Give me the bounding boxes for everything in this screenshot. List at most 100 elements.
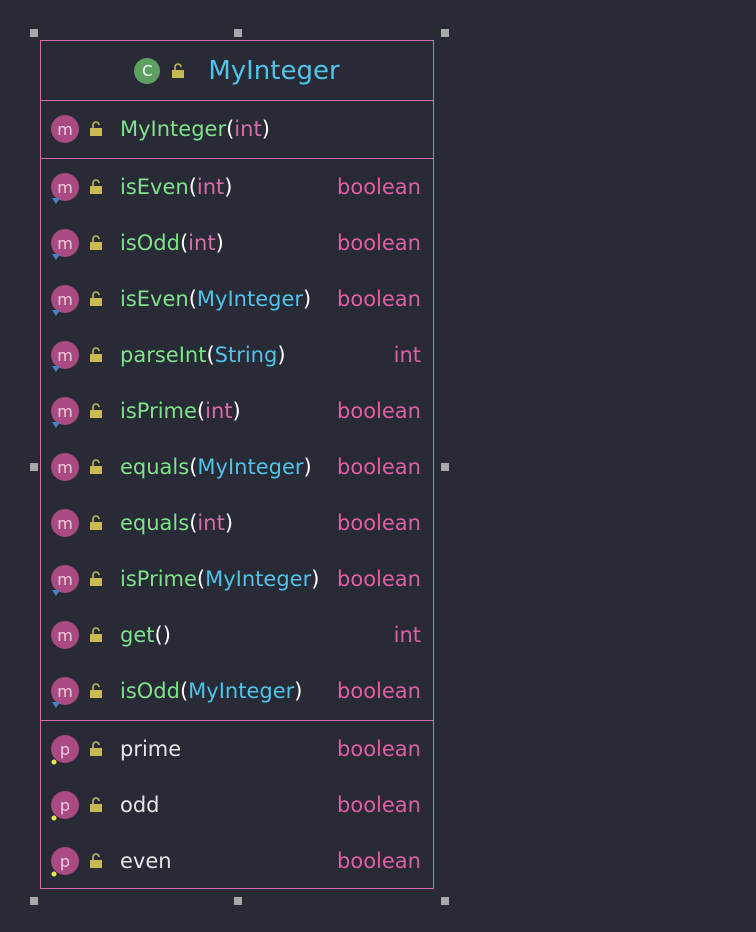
paren-open: ( (189, 511, 198, 535)
method-row[interactable]: m get() int (41, 607, 433, 663)
method-name: get (120, 623, 155, 647)
method-icon: m (51, 677, 79, 705)
paren-open: ( (188, 175, 197, 199)
method-signature: isPrime(int) (120, 399, 241, 423)
method-row[interactable]: m isEven(int) boolean (41, 159, 433, 215)
method-name: isOdd (120, 679, 180, 703)
method-row[interactable]: m isPrime(int) boolean (41, 383, 433, 439)
paren-open: ( (196, 399, 206, 423)
method-icon: m (51, 453, 79, 481)
paren-open: ( (196, 567, 206, 591)
return-type: int (393, 623, 421, 647)
method-signature: isEven(int) (120, 175, 233, 199)
resize-handle-top-center[interactable] (234, 29, 242, 37)
paren-open: ( (154, 623, 163, 647)
paren-close: ) (215, 231, 224, 255)
override-icon (52, 254, 60, 260)
param-type: MyInteger (188, 679, 295, 703)
constructor-name: MyInteger (120, 117, 227, 141)
resize-handle-bottom-right[interactable] (441, 897, 449, 905)
unlock-icon (90, 291, 102, 306)
constructor-signature: MyInteger(int) (120, 117, 270, 141)
paren-close: ) (277, 343, 286, 367)
param-type: String (214, 343, 278, 367)
property-icon: p (51, 847, 79, 875)
constructor-section: m MyInteger(int) (41, 101, 433, 159)
resize-handle-bottom-left[interactable] (30, 897, 38, 905)
resize-handle-top-left[interactable] (30, 29, 38, 37)
method-icon: m (51, 173, 79, 201)
property-name: prime (120, 737, 182, 761)
unlock-icon (90, 403, 102, 418)
paren-close: ) (303, 287, 312, 311)
property-accessor-icon (51, 871, 57, 877)
unlock-icon (90, 459, 102, 474)
resize-handle-middle-right[interactable] (441, 463, 449, 471)
paren-close: ) (311, 567, 320, 591)
return-type: boolean (337, 567, 421, 591)
method-name: isEven (120, 287, 189, 311)
class-title: MyInteger (208, 55, 340, 86)
resize-handle-middle-left[interactable] (30, 463, 38, 471)
unlock-icon (90, 683, 102, 698)
property-accessor-icon (51, 815, 57, 821)
resize-handle-bottom-center[interactable] (234, 897, 242, 905)
paren-open: ( (179, 231, 189, 255)
override-icon (52, 702, 60, 708)
property-name: even (120, 849, 172, 873)
param-type: MyInteger (196, 287, 303, 311)
method-name: isPrime (120, 567, 197, 591)
paren-close: ) (261, 117, 270, 141)
unlock-icon (90, 235, 102, 250)
method-signature: isEven(MyInteger) (120, 287, 311, 311)
paren-open: ( (188, 287, 197, 311)
method-row[interactable]: m isOdd(MyInteger) boolean (41, 663, 433, 719)
method-icon: m (51, 397, 79, 425)
return-type: boolean (337, 399, 421, 423)
return-type: boolean (337, 175, 421, 199)
paren-open: ( (189, 455, 198, 479)
property-name: odd (120, 793, 160, 817)
method-icon: m (51, 115, 79, 143)
return-type: boolean (337, 679, 421, 703)
return-type: boolean (337, 511, 421, 535)
unlock-icon (90, 797, 102, 812)
return-type: boolean (337, 231, 421, 255)
method-name: parseInt (120, 343, 207, 367)
method-name: isEven (120, 175, 189, 199)
paren-close: ) (224, 511, 234, 535)
paren-close: ) (294, 679, 303, 703)
unlock-icon (90, 627, 102, 642)
method-signature: get() (120, 623, 171, 647)
constructor-row[interactable]: m MyInteger(int) (41, 101, 433, 157)
method-signature: isOdd(MyInteger) (120, 679, 302, 703)
paren-open: ( (226, 117, 235, 141)
paren-close: ) (224, 175, 233, 199)
class-icon: C (134, 57, 161, 84)
property-icon: p (51, 735, 79, 763)
method-signature: equals(int) (120, 511, 233, 535)
param-type: int (188, 231, 216, 255)
resize-handle-top-right[interactable] (441, 29, 449, 37)
paren-close: ) (162, 623, 171, 647)
property-type: boolean (337, 737, 421, 761)
class-header: C MyInteger (41, 41, 433, 101)
unlock-icon (90, 571, 102, 586)
unlock-icon (90, 179, 102, 194)
property-type: boolean (337, 793, 421, 817)
method-signature: equals(MyInteger) (120, 455, 312, 479)
unlock-icon (90, 853, 102, 868)
property-row[interactable]: p prime boolean (41, 721, 433, 777)
unlock-icon (172, 62, 185, 78)
method-icon: m (51, 621, 79, 649)
